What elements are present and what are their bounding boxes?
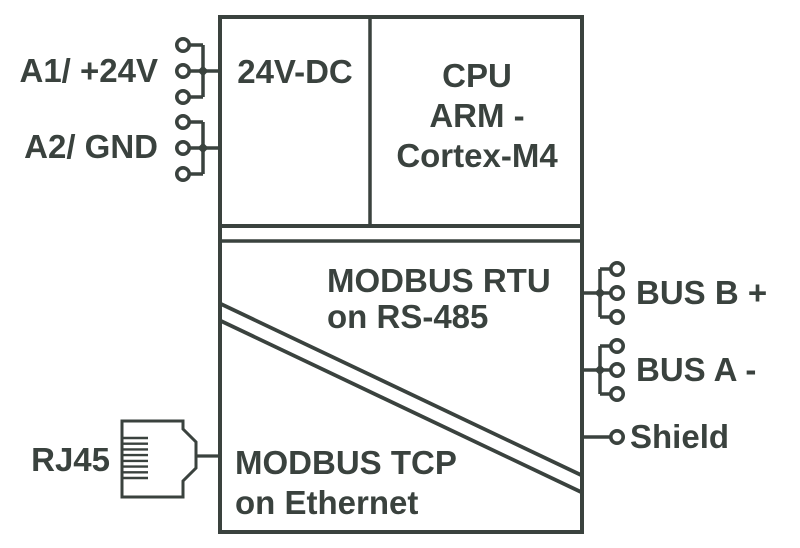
terminal-circle — [175, 63, 192, 80]
junction-dot — [594, 287, 606, 299]
terminal-group-a1 — [175, 36, 218, 106]
terminal-circle — [175, 114, 192, 131]
terminal-label-a2: A2/ GND — [24, 128, 158, 165]
terminal-circle — [175, 89, 192, 106]
junction-dot — [197, 65, 209, 77]
terminal-group-bus-a — [584, 337, 625, 402]
junction-dot — [594, 364, 606, 376]
device-outline — [218, 15, 584, 534]
terminal-shield — [584, 428, 625, 445]
terminal-label-bus-b: BUS B + — [636, 274, 768, 311]
rj45-body — [120, 419, 198, 499]
terminal-circle — [608, 337, 625, 354]
diagonal-separator-upper — [220, 302, 582, 477]
block-label-cpu: CPU ARM - Cortex-M4 — [372, 56, 582, 176]
terminal-group-a2 — [175, 114, 218, 183]
terminal-circle — [608, 308, 625, 325]
terminal-group-bus-b — [584, 260, 625, 325]
diagonal-separator-lower — [220, 319, 582, 494]
terminal-bracket — [584, 267, 610, 319]
rtu-line-2: on RS-485 — [327, 298, 489, 335]
terminal-circle — [608, 385, 625, 402]
terminal-circle — [608, 260, 625, 277]
rj45-pins — [122, 436, 148, 480]
block-label-modbus-rtu: MODBUS RTU on RS-485 — [327, 263, 551, 335]
rj45-label: RJ45 — [31, 441, 110, 478]
terminal-circle — [175, 36, 192, 53]
cpu-line-2: ARM - — [429, 97, 525, 134]
terminal-circle — [608, 284, 625, 301]
block-label-power: 24V-DC — [237, 53, 353, 90]
tcp-line-1: MODBUS TCP — [235, 444, 457, 481]
rtu-line-1: MODBUS RTU — [327, 262, 551, 299]
rj45-connector-icon — [120, 419, 218, 499]
terminal-circle — [175, 166, 192, 183]
block-label-modbus-tcp: MODBUS TCP on Ethernet — [235, 443, 457, 523]
terminal-bracket — [584, 344, 610, 396]
junction-dot — [197, 142, 209, 154]
terminal-circle — [608, 361, 625, 378]
terminal-bracket — [190, 43, 218, 99]
terminal-circle — [608, 428, 625, 445]
terminal-label-shield: Shield — [630, 418, 730, 455]
terminal-circle — [175, 140, 192, 157]
terminal-label-a1: A1/ +24V — [19, 52, 158, 89]
cpu-line-1: CPU — [442, 57, 512, 94]
tcp-line-2: on Ethernet — [235, 484, 419, 521]
terminal-label-bus-a: BUS A - — [636, 351, 757, 388]
cpu-line-3: Cortex-M4 — [396, 137, 558, 174]
terminal-bracket — [190, 120, 218, 176]
